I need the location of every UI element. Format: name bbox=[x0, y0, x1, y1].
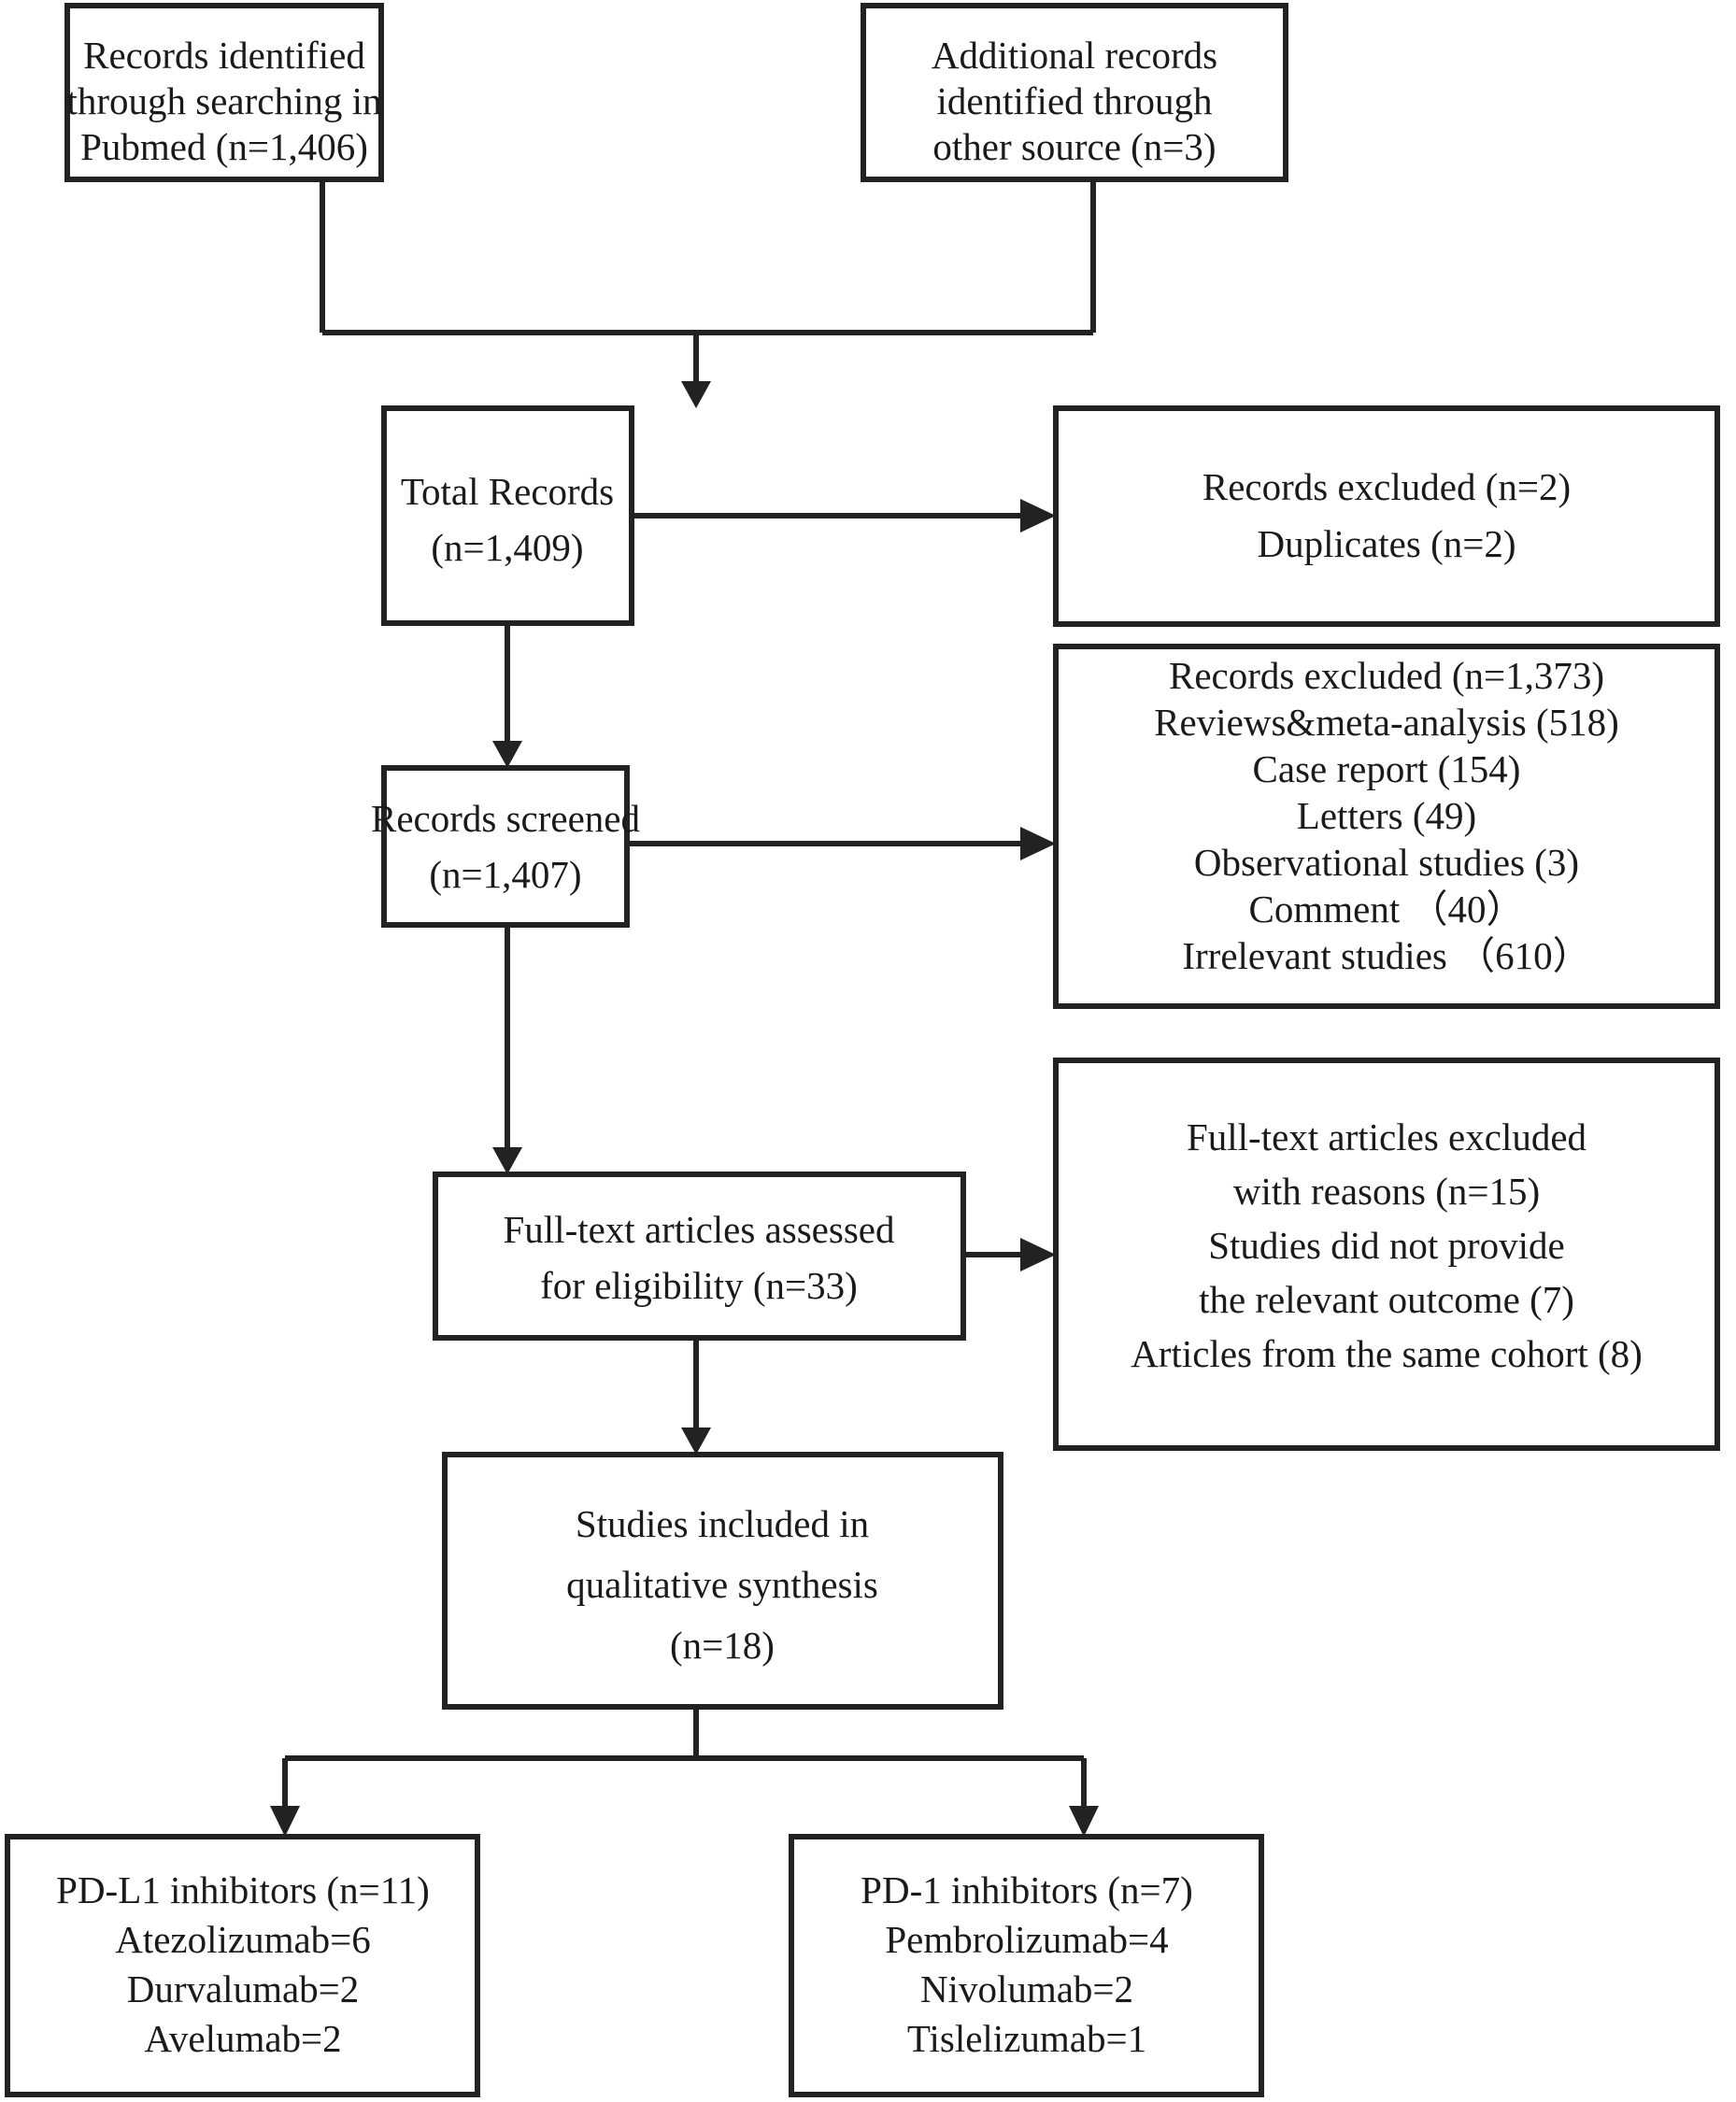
pdl1-inhibitors-box: PD-L1 inhibitors (n=11) Atezolizumab=6 D… bbox=[5, 1834, 480, 2097]
pdl1-line-2: Atezolizumab=6 bbox=[115, 1918, 371, 1961]
records-identified-box: Records identified through searching in … bbox=[64, 3, 384, 182]
records-excluded-screening-line-7: Irrelevant studies （610） bbox=[1182, 934, 1590, 977]
records-excluded-screening-line-5: Observational studies (3) bbox=[1194, 841, 1579, 884]
pd1-line-2: Pembrolizumab=4 bbox=[885, 1918, 1168, 1961]
records-excluded-screening-line-4: Letters (49) bbox=[1297, 794, 1476, 837]
records-identified-line-3: Pubmed (n=1,406) bbox=[80, 125, 368, 168]
pd1-line-1: PD-1 inhibitors (n=7) bbox=[861, 1868, 1193, 1911]
total-records-line-2: (n=1,409) bbox=[431, 526, 583, 569]
pdl1-line-3: Durvalumab=2 bbox=[127, 1967, 360, 2010]
additional-records-line-3: other source (n=3) bbox=[932, 125, 1216, 168]
pd1-inhibitors-box: PD-1 inhibitors (n=7) Pembrolizumab=4 Ni… bbox=[789, 1834, 1264, 2097]
additional-records-line-2: identified through bbox=[937, 79, 1213, 122]
arrowhead-to-fulltext-excluded bbox=[1020, 1238, 1056, 1271]
records-excluded-duplicates-box-rect bbox=[1053, 405, 1720, 627]
arrowhead-to-pd1-box bbox=[1069, 1806, 1099, 1837]
full-text-excluded-box: Full-text articles excluded with reasons… bbox=[1053, 1058, 1720, 1451]
additional-records-box: Additional records identified through ot… bbox=[861, 3, 1288, 182]
full-text-excluded-line-2: with reasons (n=15) bbox=[1233, 1170, 1540, 1213]
arrowhead-to-pdl1-box bbox=[270, 1806, 300, 1837]
records-screened-line-1: Records screened bbox=[371, 797, 640, 840]
records-excluded-screening-line-1: Records excluded (n=1,373) bbox=[1169, 654, 1604, 697]
additional-records-box-rect bbox=[861, 3, 1288, 182]
records-excluded-duplicates-line-1: Records excluded (n=2) bbox=[1202, 465, 1571, 508]
arrowhead-to-records-excluded bbox=[1020, 499, 1056, 533]
pd1-line-3: Nivolumab=2 bbox=[920, 1967, 1133, 2010]
pd1-inhibitors-box-rect bbox=[789, 1834, 1264, 2097]
full-text-excluded-line-3: Studies did not provide bbox=[1208, 1224, 1565, 1267]
full-text-assessed-line-1: Full-text articles assessed bbox=[503, 1208, 894, 1251]
full-text-excluded-line-1: Full-text articles excluded bbox=[1187, 1115, 1587, 1158]
records-excluded-screening-line-2: Reviews&meta-analysis (518) bbox=[1154, 701, 1619, 744]
records-identified-line-2: through searching in bbox=[66, 79, 381, 122]
records-identified-box-rect bbox=[64, 3, 384, 182]
additional-records-line-1: Additional records bbox=[932, 34, 1217, 77]
pdl1-line-1: PD-L1 inhibitors (n=11) bbox=[56, 1868, 430, 1911]
records-excluded-duplicates-box: Records excluded (n=2) Duplicates (n=2) bbox=[1053, 405, 1720, 627]
full-text-excluded-box-rect bbox=[1053, 1058, 1720, 1451]
studies-included-box-rect bbox=[442, 1452, 1003, 1710]
records-excluded-screening-line-3: Case report (154) bbox=[1253, 747, 1521, 790]
full-text-assessed-box-rect bbox=[433, 1172, 966, 1341]
studies-included-box: Studies included in qualitative synthesi… bbox=[442, 1452, 1003, 1710]
total-records-box: Total Records (n=1,409) bbox=[381, 405, 634, 626]
pdl1-line-4: Avelumab=2 bbox=[144, 2017, 341, 2060]
studies-included-line-3: (n=18) bbox=[670, 1624, 775, 1667]
records-excluded-screening-box: Records excluded (n=1,373) Reviews&meta-… bbox=[1053, 644, 1720, 1009]
arrowhead-to-studies-included bbox=[681, 1427, 711, 1455]
full-text-excluded-line-4: the relevant outcome (7) bbox=[1199, 1278, 1574, 1321]
full-text-assessed-line-2: for eligibility (n=33) bbox=[540, 1264, 858, 1307]
arrowhead-to-excluded-reasons bbox=[1020, 827, 1056, 860]
pd1-line-4: Tislelizumab=1 bbox=[907, 2017, 1146, 2060]
studies-included-line-2: qualitative synthesis bbox=[566, 1563, 878, 1606]
records-excluded-screening-line-6: Comment （40） bbox=[1249, 888, 1525, 930]
full-text-assessed-box: Full-text articles assessed for eligibil… bbox=[433, 1172, 966, 1341]
records-screened-box: Records screened (n=1,407) bbox=[371, 765, 640, 928]
records-screened-box-rect bbox=[381, 765, 630, 928]
arrowhead-to-total-records bbox=[681, 381, 711, 408]
records-excluded-duplicates-line-2: Duplicates (n=2) bbox=[1257, 522, 1515, 565]
arrowhead-to-records-screened bbox=[492, 741, 522, 768]
total-records-box-rect bbox=[381, 405, 634, 626]
total-records-line-1: Total Records bbox=[401, 470, 614, 513]
arrowhead-to-fulltext bbox=[492, 1147, 522, 1174]
records-identified-line-1: Records identified bbox=[83, 34, 365, 77]
pdl1-inhibitors-box-rect bbox=[5, 1834, 480, 2097]
studies-included-line-1: Studies included in bbox=[576, 1502, 869, 1545]
full-text-excluded-line-5: Articles from the same cohort (8) bbox=[1131, 1332, 1643, 1375]
records-screened-line-2: (n=1,407) bbox=[429, 853, 581, 896]
records-excluded-screening-box-rect bbox=[1053, 644, 1720, 1009]
